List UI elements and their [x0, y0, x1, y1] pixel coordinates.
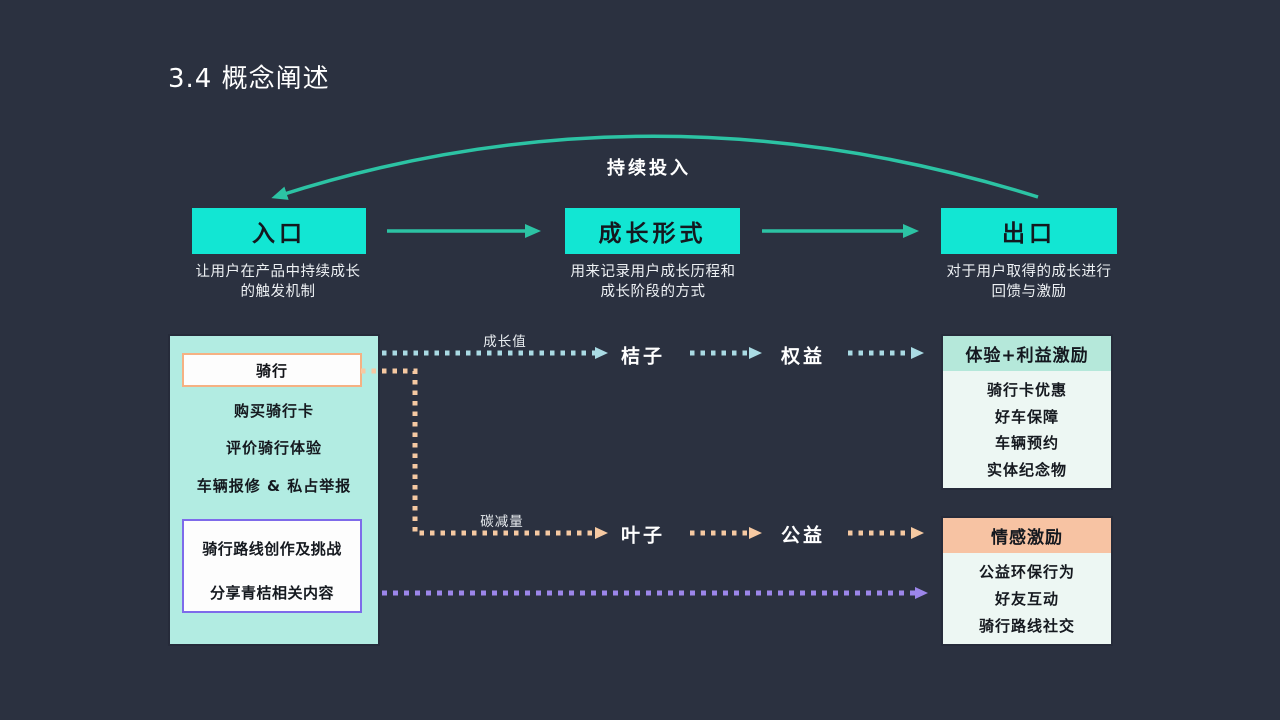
dotted-carbon-seg1 — [361, 368, 608, 539]
flow-token-leaves: 叶子 — [620, 524, 666, 547]
stage-caption-entry: 让用户在产品中持续成长 的触发机制 — [195, 264, 361, 301]
reward-item: 公益环保行为 — [978, 563, 1075, 581]
entry-item: 评价骑行体验 — [225, 439, 322, 457]
reward-panel-benefit-title: 体验+利益激励 — [943, 336, 1111, 371]
reward-panel-emotion-body: 公益环保行为 好友互动 骑行路线社交 — [943, 553, 1111, 644]
entry-item: 购买骑行卡 — [233, 402, 314, 420]
reward-item: 好车保障 — [994, 407, 1059, 426]
entry-item: 车辆报修 & 私占举报 — [196, 477, 352, 495]
entry-behaviors-panel: 骑行 购买骑行卡 评价骑行体验 车辆报修 & 私占举报 骑行路线创作及挑战 分享… — [168, 334, 380, 646]
flow-metric-growth-value: 成长值 — [483, 334, 527, 350]
flow-reward-charity: 公益 — [780, 524, 826, 547]
stage-box-exit: 出口 — [941, 208, 1117, 254]
reward-item: 好友互动 — [994, 590, 1059, 608]
reward-item: 骑行卡优惠 — [986, 380, 1067, 399]
reward-item: 实体纪念物 — [986, 461, 1067, 480]
reward-panel-benefit: 体验+利益激励 骑行卡优惠 好车保障 车辆预约 实体纪念物 — [941, 334, 1113, 490]
flow-reward-rights: 权益 — [780, 345, 826, 368]
flow-metric-carbon-reduction: 碳减量 — [480, 514, 524, 530]
page-title: 3.4 概念阐述 — [168, 64, 330, 94]
flow-token-orange-points: 桔子 — [620, 345, 666, 368]
reward-panel-emotion-title: 情感激励 — [943, 518, 1111, 553]
content-creation-group-box: 骑行路线创作及挑战 分享青桔相关内容 — [182, 519, 362, 613]
reward-panel-benefit-body: 骑行卡优惠 好车保障 车辆预约 实体纪念物 — [943, 371, 1111, 488]
group-item: 分享青桔相关内容 — [209, 584, 334, 602]
cycle-label: 持续投入 — [607, 158, 691, 179]
group-item: 骑行路线创作及挑战 — [202, 540, 342, 558]
stage-caption-exit: 对于用户取得的成长进行 回馈与激励 — [946, 264, 1112, 301]
reward-panel-emotion: 情感激励 公益环保行为 好友互动 骑行路线社交 — [941, 516, 1113, 646]
reward-item: 车辆预约 — [994, 434, 1059, 453]
reward-item: 骑行路线社交 — [978, 617, 1075, 635]
stage-caption-growth-form: 用来记录用户成长历程和 成长阶段的方式 — [570, 264, 736, 301]
stage-box-entry: 入口 — [192, 208, 366, 254]
cycle-arc-arrow — [271, 134, 1039, 200]
stage-box-growth-form: 成长形式 — [565, 208, 740, 254]
